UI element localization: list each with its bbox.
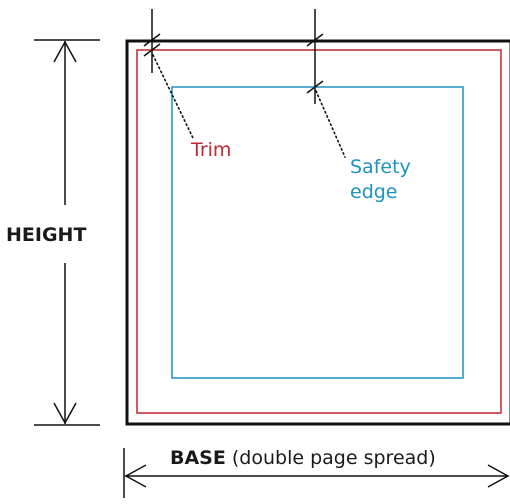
trim-rectangle [136, 49, 502, 414]
base-arrowhead-left [124, 464, 147, 488]
safety-edge-rectangle [171, 86, 464, 379]
trim-label: Trim [190, 139, 231, 161]
safety-leader-line [315, 90, 346, 158]
page-outline [125, 39, 510, 426]
height-arrowhead-down [53, 402, 77, 425]
safety-label-line2: edge [350, 181, 398, 203]
trim-leader-line [152, 54, 194, 139]
slash-mark [143, 43, 161, 57]
slash-mark [143, 33, 161, 47]
slash-mark [306, 80, 324, 94]
base-label-rest: (double page spread) [226, 447, 436, 469]
base-arrowhead-right [487, 464, 510, 488]
base-label: BASE (double page spread) [170, 447, 436, 469]
base-label-bold: BASE [170, 447, 226, 469]
height-arrowhead-up [53, 40, 77, 63]
slash-mark [306, 33, 324, 47]
height-label: HEIGHT [6, 224, 86, 246]
safety-label-line1: Safety [350, 156, 411, 178]
